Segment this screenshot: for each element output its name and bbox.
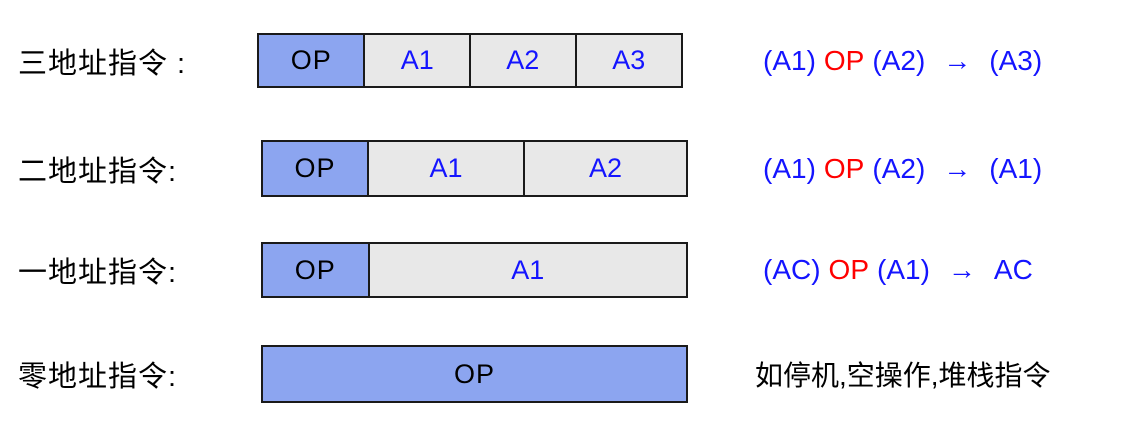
instruction-box-one-address: OP A1 (261, 242, 688, 298)
addr-field-a1: A1 (367, 244, 686, 296)
formula-operand1: (A1) (763, 152, 816, 184)
formula-op: OP (823, 44, 865, 76)
row-label-zero-address: 零地址指令: (18, 361, 178, 393)
formula-operand2: (A2) (872, 44, 926, 76)
zero-address-examples-note: 如停机,空操作,堆栈指令 (755, 360, 1051, 391)
addr-field-a1: A1 (363, 35, 469, 86)
formula-op: OP (828, 254, 870, 285)
addr-field-a2: A2 (469, 35, 575, 86)
arrow-icon: → (947, 254, 976, 285)
addr-field-a1: A1 (367, 142, 524, 195)
addr-field-a2: A2 (523, 142, 686, 195)
formula-one-address: (AC) OP (A1) → AC (763, 242, 1033, 298)
formula-operand2: (A2) (872, 152, 926, 184)
instruction-box-three-address: OP A1 A2 A3 (257, 33, 683, 88)
formula-two-address: (A1) OP (A2) → (A1) (763, 140, 1042, 197)
formula-result: AC (993, 254, 1033, 285)
formula-operand1: (AC) (763, 254, 821, 285)
formula-operand2: (A1) (877, 254, 930, 285)
formula-op: OP (823, 152, 865, 184)
row-label-one-address: 一地址指令: (18, 257, 178, 289)
formula-three-address: (A1) OP (A2) → (A3) (763, 33, 1042, 88)
addr-field-a3: A3 (574, 35, 681, 86)
formula-result: (A1) (989, 152, 1043, 184)
arrow-icon: → (943, 152, 972, 184)
formula-result: (A3) (989, 44, 1043, 76)
formula-operand1: (A1) (763, 44, 816, 76)
op-field: OP (259, 35, 364, 86)
instruction-box-two-address: OP A1 A2 (261, 140, 688, 197)
instruction-box-zero-address: OP (261, 345, 688, 403)
arrow-icon: → (943, 44, 972, 76)
row-label-three-address: 三地址指令 : (18, 47, 187, 80)
op-field: OP (263, 244, 368, 296)
row-label-two-address: 二地址指令: (18, 155, 178, 188)
op-field: OP (263, 142, 368, 195)
op-field: OP (263, 347, 686, 401)
